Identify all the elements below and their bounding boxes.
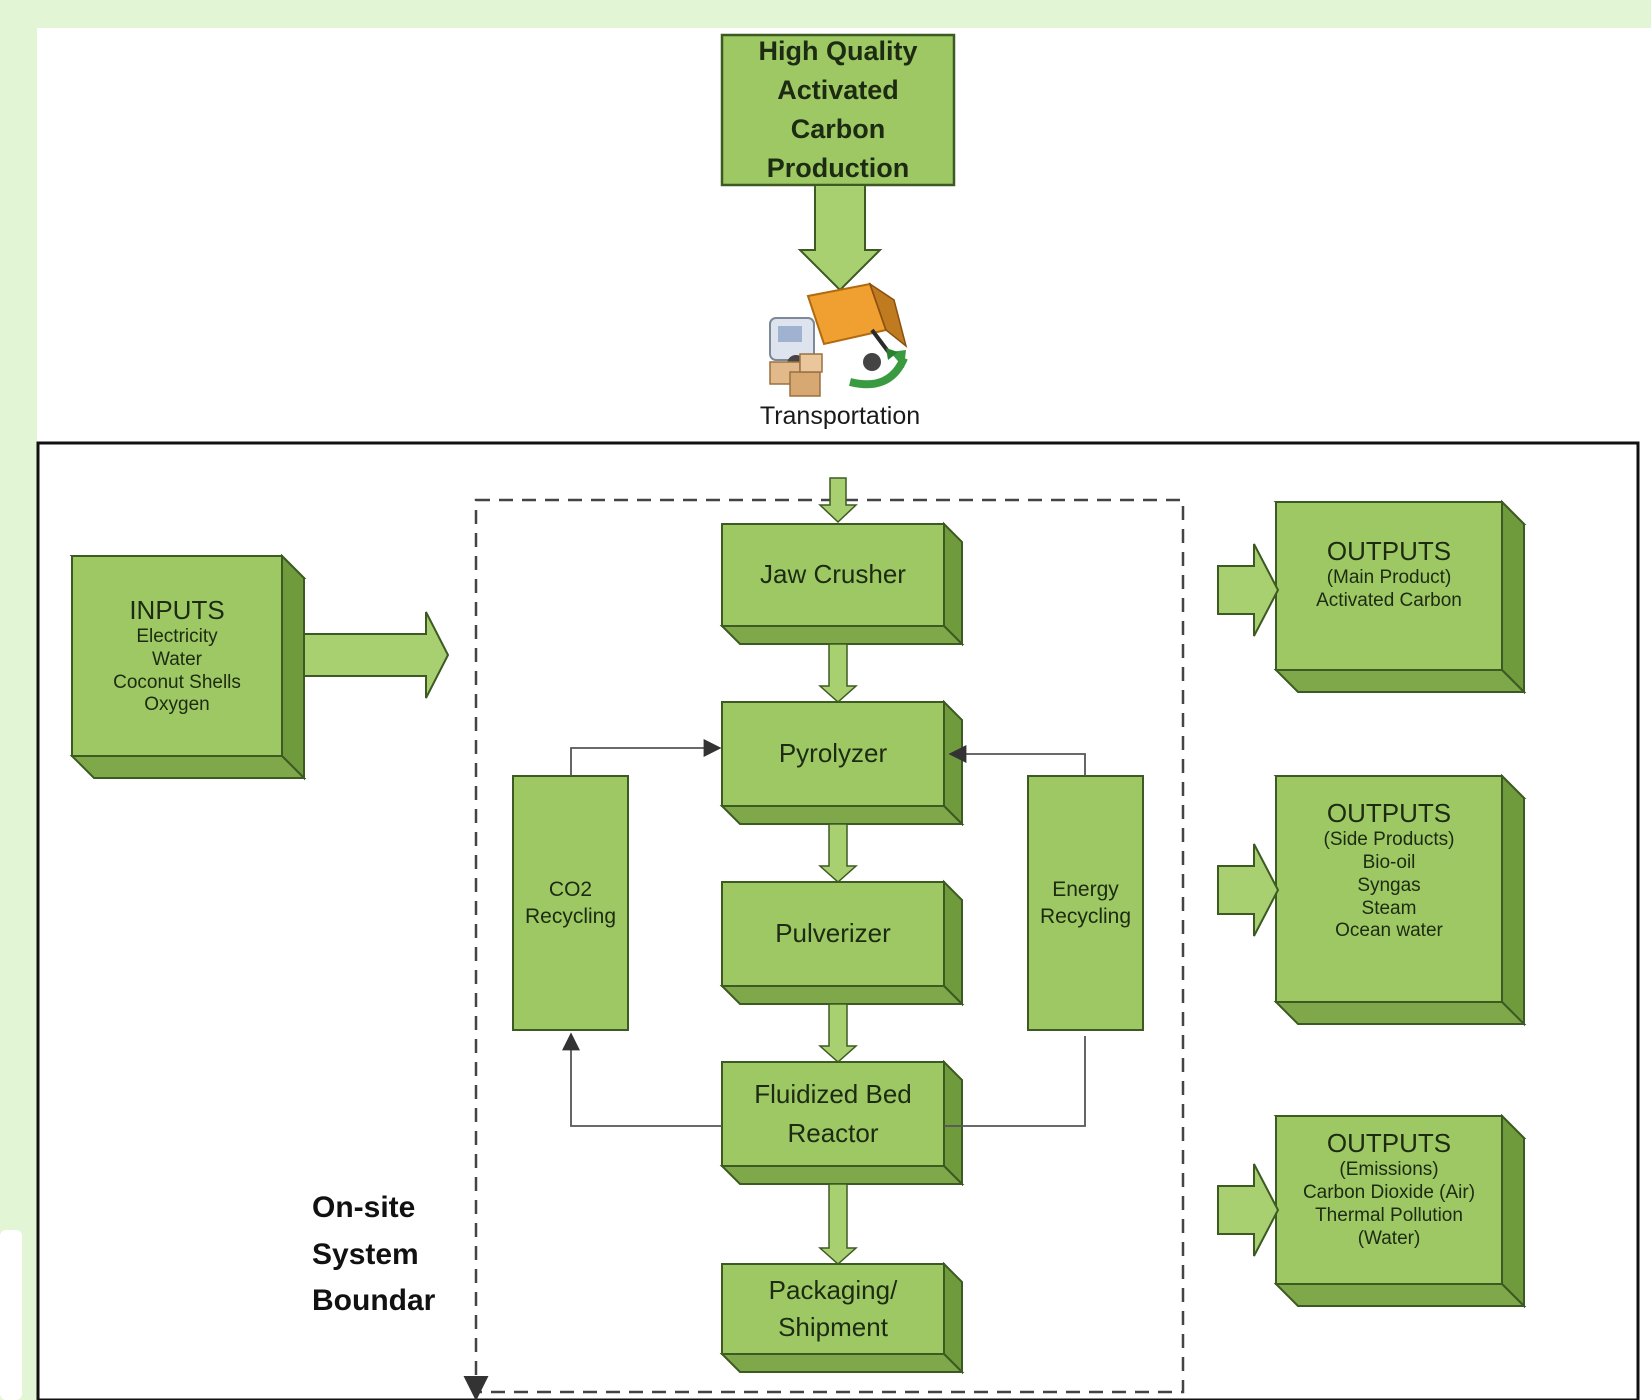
outputs-emissions-item: (Emissions)	[1339, 1159, 1439, 1181]
process-arrows	[818, 643, 858, 1266]
outputs-side-item: Syngas	[1357, 874, 1421, 896]
outputs-main-title: OUTPUTS	[1326, 536, 1452, 566]
pulverizer-label: Pulverizer	[775, 918, 891, 949]
pyrolyzer-box: Pyrolyzer	[722, 702, 944, 806]
jaw-crusher-box: Jaw Crusher	[722, 524, 944, 626]
boundary-label-line-2: System	[312, 1237, 419, 1271]
production-line-2: Activated	[777, 74, 899, 105]
pyrolyzer-label: Pyrolyzer	[778, 738, 888, 769]
left-edge-panel	[0, 1230, 22, 1400]
outputs-main-item: Activated Carbon	[1316, 589, 1462, 611]
production-box	[720, 33, 956, 187]
outputs-main-item: (Main Product)	[1326, 567, 1452, 589]
outputs-emissions-item: Carbon Dioxide (Air)	[1302, 1181, 1476, 1203]
transportation-label: Transportation	[759, 402, 921, 430]
outputs-side-item: Ocean water	[1335, 920, 1443, 942]
outputs-side-item: Steam	[1361, 897, 1417, 919]
pulverizer-box: Pulverizer	[722, 882, 944, 986]
co2-recycling-box: CO2 Recycling	[513, 776, 628, 1030]
inputs-arrow	[303, 611, 450, 699]
outputs-emissions-box: OUTPUTS (Emissions) Carbon Dioxide (Air)…	[1276, 1116, 1502, 1284]
jaw-crusher-label: Jaw Crusher	[760, 559, 906, 590]
production-box-label: High Quality Activated Carbon Production	[722, 35, 954, 185]
outputs-emissions-item: (Water)	[1357, 1227, 1421, 1249]
onsite-boundary-label: On-site System Boundar	[312, 1185, 452, 1325]
fluidized-label-line-2: Reactor	[787, 1118, 879, 1148]
boundary-label-line-1: On-site	[312, 1191, 416, 1224]
outputs-emissions-title: OUTPUTS	[1326, 1128, 1452, 1158]
outputs-side-title: OUTPUTS	[1326, 798, 1452, 828]
fluidized-bed-reactor-box: Fluidized Bed Reactor	[722, 1062, 944, 1166]
packaging-shipment-box: Packaging/ Shipment	[722, 1264, 944, 1354]
outputs-side-item: (Side Products)	[1323, 829, 1455, 851]
inputs-box: INPUTS Electricity Water Coconut Shells …	[72, 556, 282, 756]
boundary-label-line-3: Boundar	[312, 1284, 436, 1317]
packaging-label-line-1: Packaging/	[768, 1274, 898, 1305]
inputs-title: INPUTS	[129, 594, 225, 625]
inputs-item: Oxygen	[144, 694, 210, 716]
outputs-side-item: Bio-oil	[1362, 851, 1416, 873]
outputs-main-box: OUTPUTS (Main Product) Activated Carbon	[1276, 502, 1502, 670]
energy-recycling-line-1: Energy	[1052, 877, 1119, 901]
co2-recycling-line-2: Recycling	[524, 905, 617, 928]
recycling-loops	[562, 739, 1086, 1127]
production-down-arrow	[797, 184, 883, 292]
inputs-item: Electricity	[136, 626, 218, 647]
delivery-truck-icon	[769, 282, 908, 397]
inputs-item: Coconut Shells	[113, 671, 241, 693]
energy-recycling-box: Energy Recycling	[1028, 776, 1143, 1030]
co2-recycling-line-1: CO2	[548, 877, 593, 901]
energy-recycling-line-2: Recycling	[1039, 905, 1132, 928]
output-arrows	[1217, 543, 1280, 1257]
packaging-label-line-2: Shipment	[778, 1312, 888, 1342]
production-line-1: High Quality	[758, 35, 918, 66]
inputs-item: Water	[152, 648, 202, 670]
transport-down-arrow	[818, 477, 858, 524]
system-boundary-frame	[36, 441, 1640, 1400]
box-3d-shapes	[69, 499, 1527, 1375]
production-line-3: Carbon	[790, 114, 886, 144]
outputs-side-box: OUTPUTS (Side Products) Bio-oil Syngas S…	[1276, 776, 1502, 1002]
fluidized-label-line-1: Fluidized Bed	[754, 1078, 912, 1109]
production-line-4: Production	[766, 153, 910, 184]
outputs-emissions-item: Thermal Pollution	[1315, 1204, 1463, 1226]
